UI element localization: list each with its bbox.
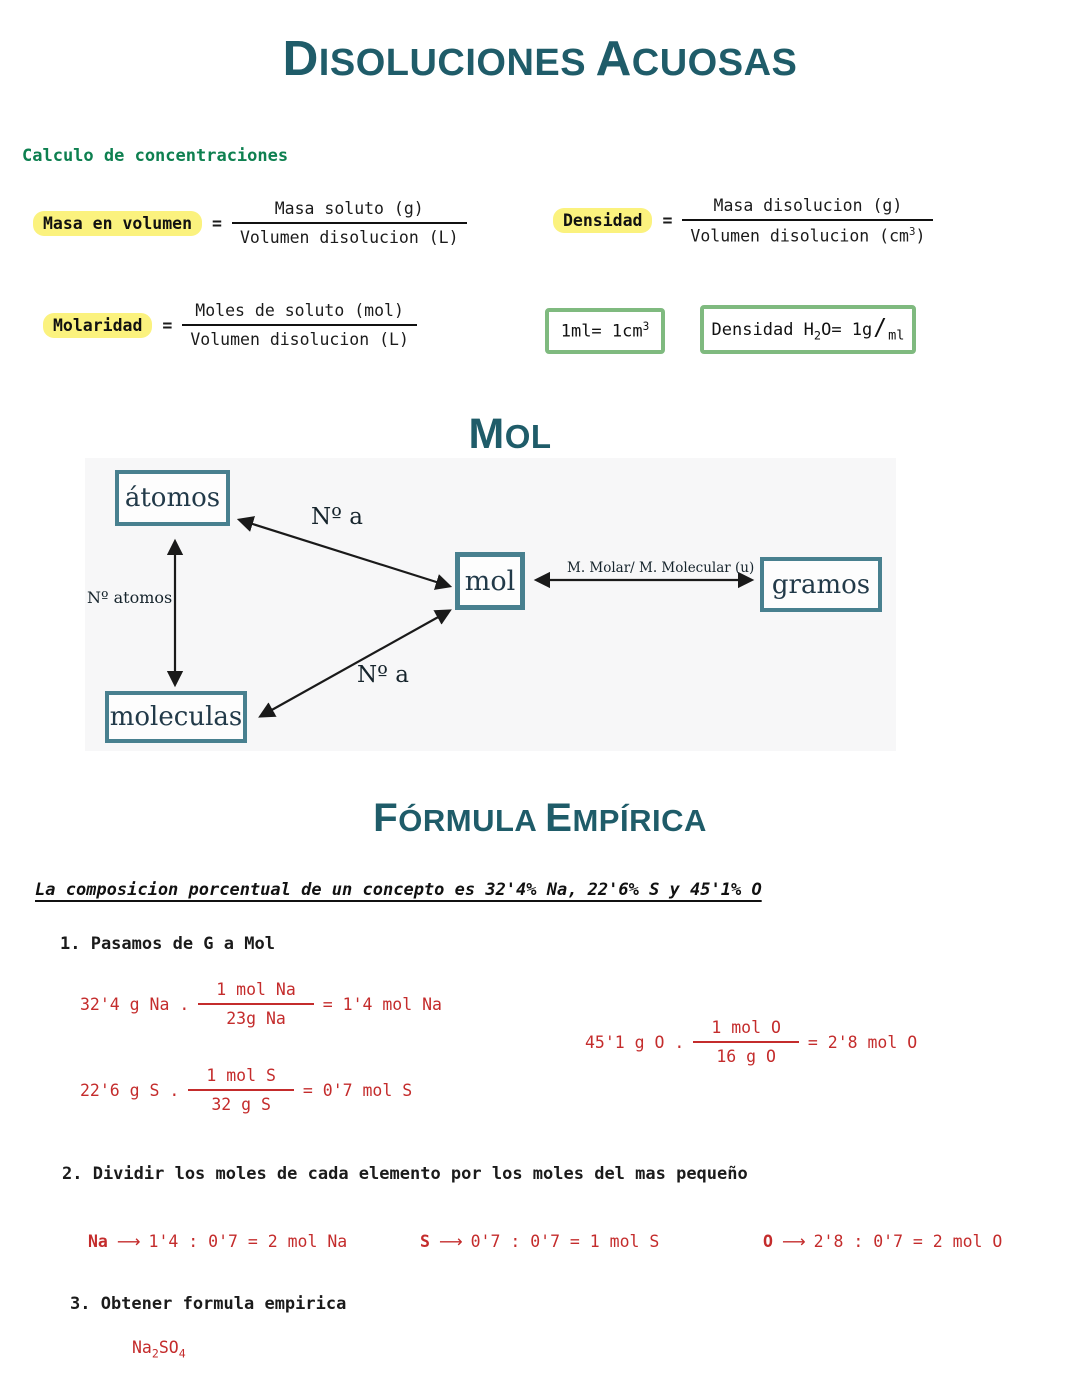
denominator-text: Volumen disolucion (cm [690,226,909,246]
fraction-numerator: Moles de soluto (mol) [195,301,404,320]
formula-molaridad: Molaridad = Moles de soluto (mol) Volume… [43,301,417,349]
fraction: 1 mol O 16 g O [693,1018,799,1066]
superscript-3: 3 [908,225,916,238]
diagram-label-n-a-top: Nº a [311,504,363,530]
subscript-ml: ml [888,327,905,344]
fraction-bar [231,222,467,224]
division-item-o: O ⟶ 2'8 : 0'7 = 2 mol O [763,1232,1002,1251]
formula-label-highlight: Molaridad [43,312,153,338]
note-box-densidad-h2o: Densidad H2O= 1g/ml [700,305,916,354]
empirical-formula-result: Na2SO4 [132,1338,186,1360]
right-arrow-icon: ⟶ [116,1232,141,1251]
box-label: moleculas [109,702,243,732]
division-text: 2'8 : 0'7 = 2 mol O [813,1232,1003,1251]
calc-result: = 1'4 mol Na [322,994,442,1014]
formula-masa-en-volumen: Masa en volumen = Masa soluto (g) Volume… [33,199,467,247]
division-text: 0'7 : 0'7 = 1 mol S [470,1232,660,1251]
mol-section-title: MOL [468,410,552,458]
slash: / [873,315,888,342]
fraction-numerator: 1 mol O [711,1018,781,1037]
formula-densidad: Densidad = Masa disolucion (g) Volumen d… [553,196,934,246]
division-item-na: Na ⟶ 1'4 : 0'7 = 2 mol Na [88,1232,347,1251]
fraction-denominator: Volumen disolucion (L) [190,330,409,349]
calc-result: = 0'7 mol S [302,1080,413,1100]
arrow-atomos-mol [236,516,453,590]
box-label: átomos [124,483,221,513]
equals-sign: = [662,211,673,231]
element-symbol: O [763,1232,773,1251]
fraction-denominator: Volumen disolucion (L) [239,228,459,247]
formula-part: Na [132,1338,152,1357]
right-arrow-icon: ⟶ [781,1232,806,1251]
equals-sign: = [212,213,222,233]
calc-s: 22'6 g S . 1 mol S 32 g S = 0'7 mol S [80,1066,412,1114]
formula-label-highlight: Masa en volumen [33,210,203,236]
fraction-numerator: Masa disolucion (g) [713,196,903,215]
fraction-denominator: 16 g O [716,1047,776,1066]
fraction-bar [198,1003,314,1005]
calc-result: = 2'8 mol O [807,1032,918,1052]
diagram-box-gramos: gramos [760,557,882,612]
box-label: mol [464,565,516,597]
right-arrow-icon: ⟶ [438,1232,463,1251]
fraction: 1 mol S 32 g S [188,1066,294,1114]
element-symbol: S [420,1232,430,1251]
fraction: 1 mol Na 23g Na [198,980,314,1028]
calc-left: 22'6 g S . [80,1080,180,1100]
calc-left: 32'4 g Na . [80,994,190,1014]
fraction: Masa disolucion (g) Volumen disolucion (… [682,196,934,246]
fraction-bar [693,1041,799,1043]
calc-left: 45'1 g O . [585,1032,685,1052]
note-box-ml-cm3: 1ml= 1cm3 [545,308,665,354]
fraction-bar [682,219,934,221]
fraction-numerator: 1 mol Na [216,980,296,999]
note-main: 1ml= 1cm [560,321,643,342]
subscript-2: 2 [151,1346,159,1361]
empirica-statement: La composicion porcentual de un concepto… [35,880,762,900]
formula-part: SO [158,1338,179,1357]
calc-na: 32'4 g Na . 1 mol Na 23g Na = 1'4 mol Na [80,980,442,1028]
fraction-denominator: 32 g S [211,1095,271,1114]
note-text: 1ml= 1cm3 [561,320,650,342]
fraction-bar [182,324,417,326]
step3-label: 3. Obtener formula empirica [70,1294,347,1314]
step1-label: 1. Pasamos de G a Mol [60,934,275,954]
arrow-moleculas-mol [258,609,452,718]
box-label: gramos [771,569,871,600]
subscript-4: 4 [178,1346,186,1361]
diagram-box-atomos: átomos [115,470,230,526]
fraction-numerator: 1 mol S [206,1066,276,1085]
step2-label: 2. Dividir los moles de cada elemento po… [62,1164,748,1184]
diagram-box-moleculas: moleculas [105,691,247,743]
fraction-denominator: Volumen disolucion (cm3) [682,221,933,246]
diagram-arrows [166,516,755,718]
diagram-label-n-a-bottom: Nº a [357,662,409,688]
formula-label-highlight: Densidad [553,208,653,234]
denominator-close: ) [915,226,926,246]
element-symbol: Na [88,1232,108,1251]
diagram-label-molar: M. Molar/ M. Molecular (u) [567,560,755,576]
fraction: Moles de soluto (mol) Volumen disolucion… [182,301,417,349]
division-text: 1'4 : 0'7 = 2 mol Na [148,1232,348,1251]
subscript-2: 2 [813,328,822,343]
section-heading-concentraciones: Calculo de concentraciones [22,146,289,166]
division-item-s: S ⟶ 0'7 : 0'7 = 1 mol S [420,1232,659,1251]
fraction-denominator: 23g Na [226,1009,286,1028]
equals-sign: = [162,315,173,335]
calc-o: 45'1 g O . 1 mol O 16 g O = 2'8 mol O [585,1018,917,1066]
diagram-label-n-atomos: Nº atomos [87,588,173,607]
mol-diagram: átomos moleculas mol gramos Nº a Nº atom… [85,458,896,751]
note-pre: Densidad H [711,320,814,341]
note-text: Densidad H2O= 1g/ml [712,315,905,343]
fraction-numerator: Masa soluto (g) [274,199,424,218]
fraction: Masa soluto (g) Volumen disolucion (L) [231,199,467,247]
note-mid: O= 1g [821,320,873,341]
diagram-box-mol: mol [455,552,525,610]
superscript-3: 3 [642,320,650,334]
fraction-bar [188,1089,294,1091]
